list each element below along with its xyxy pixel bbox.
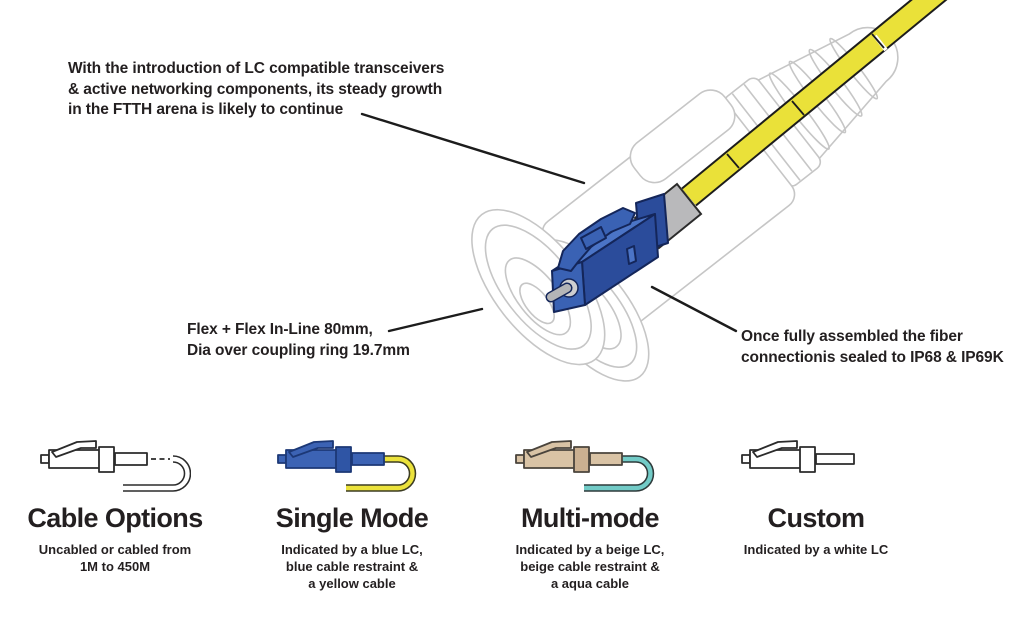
ferrule-nub [515, 454, 525, 464]
card-description: Uncabled or cabled from 1M to 450M [38, 542, 192, 574]
annotation-line: Dia over coupling ring 19.7mm [187, 341, 410, 359]
lc-latch [288, 440, 334, 458]
card-description: Indicated by a blue LC, blue cable restr… [281, 542, 423, 591]
cable-restraint [573, 446, 590, 473]
lc-latch [526, 440, 572, 458]
card-multi-mode: Multi-mode Indicated by a beige LC, beig… [495, 438, 685, 592]
card-title: Multi-mode [521, 503, 660, 533]
card-title: Cable Options [27, 503, 203, 533]
options-row: Cable Options Uncabled or cabled from 1M… [0, 438, 1026, 629]
boot [351, 452, 385, 466]
annotation-line: With the introduction of LC compatible t… [68, 60, 445, 77]
card-cable-options: Cable Options Uncabled or cabled from 1M… [20, 438, 210, 575]
card-title: Custom [767, 503, 866, 533]
ferrule-nub [40, 454, 50, 464]
multi-mode-icon [515, 440, 655, 492]
card-description: Indicated by a white LC [743, 542, 889, 557]
cable-hook [123, 456, 190, 491]
label-window-outline [629, 89, 736, 184]
annotation-line: Flex + Flex In-Line 80mm, [187, 321, 373, 338]
cable-options-icon [40, 440, 191, 492]
lc-latch-trigger [580, 226, 607, 250]
annotation-line: Once fully assembled the fiber [741, 328, 963, 345]
custom-lc-icon [741, 440, 855, 473]
fiber-cable-icon [681, 0, 948, 207]
card-description: Indicated by a beige LC, beige cable res… [515, 542, 665, 591]
card-custom: Custom Indicated by a white LC [716, 438, 916, 558]
boot [815, 453, 855, 465]
lc-side-tab [626, 245, 637, 265]
cable-restraint [98, 446, 115, 473]
connector-illustration [360, 0, 948, 382]
lc-latch [752, 440, 798, 458]
lc-connector-icon [545, 193, 669, 313]
annotation-line: & active networking components, its stea… [68, 80, 443, 98]
cable-hook [346, 456, 415, 491]
leader-line-left [387, 307, 484, 333]
lc-latch [51, 440, 97, 458]
card-title: Single Mode [275, 503, 429, 533]
annotation-transceivers: With the introduction of LC compatible t… [68, 59, 444, 121]
card-single-mode: Single Mode Indicated by a blue LC, blue… [262, 438, 442, 592]
cable-hook [584, 456, 653, 491]
single-mode-icon [277, 440, 417, 492]
ferrule-nub [741, 454, 751, 464]
ferrule-icon [545, 282, 573, 303]
annotation-sealing: Once fully assembled the fiber connectio… [741, 327, 1004, 368]
boot [114, 452, 148, 466]
cable-restraint [799, 446, 816, 473]
annotation-line: connectionis sealed to IP68 & IP69K [741, 348, 1004, 366]
leader-line-right [650, 285, 738, 333]
boot [589, 452, 623, 466]
cable-restraint [335, 446, 352, 473]
ferrule-nub [277, 454, 287, 464]
annotation-dimensions: Flex + Flex In-Line 80mm, Dia over coupl… [187, 320, 410, 361]
leader-line-top [360, 112, 586, 185]
annotation-line: in the FTTH arena is likely to continue [68, 101, 344, 118]
